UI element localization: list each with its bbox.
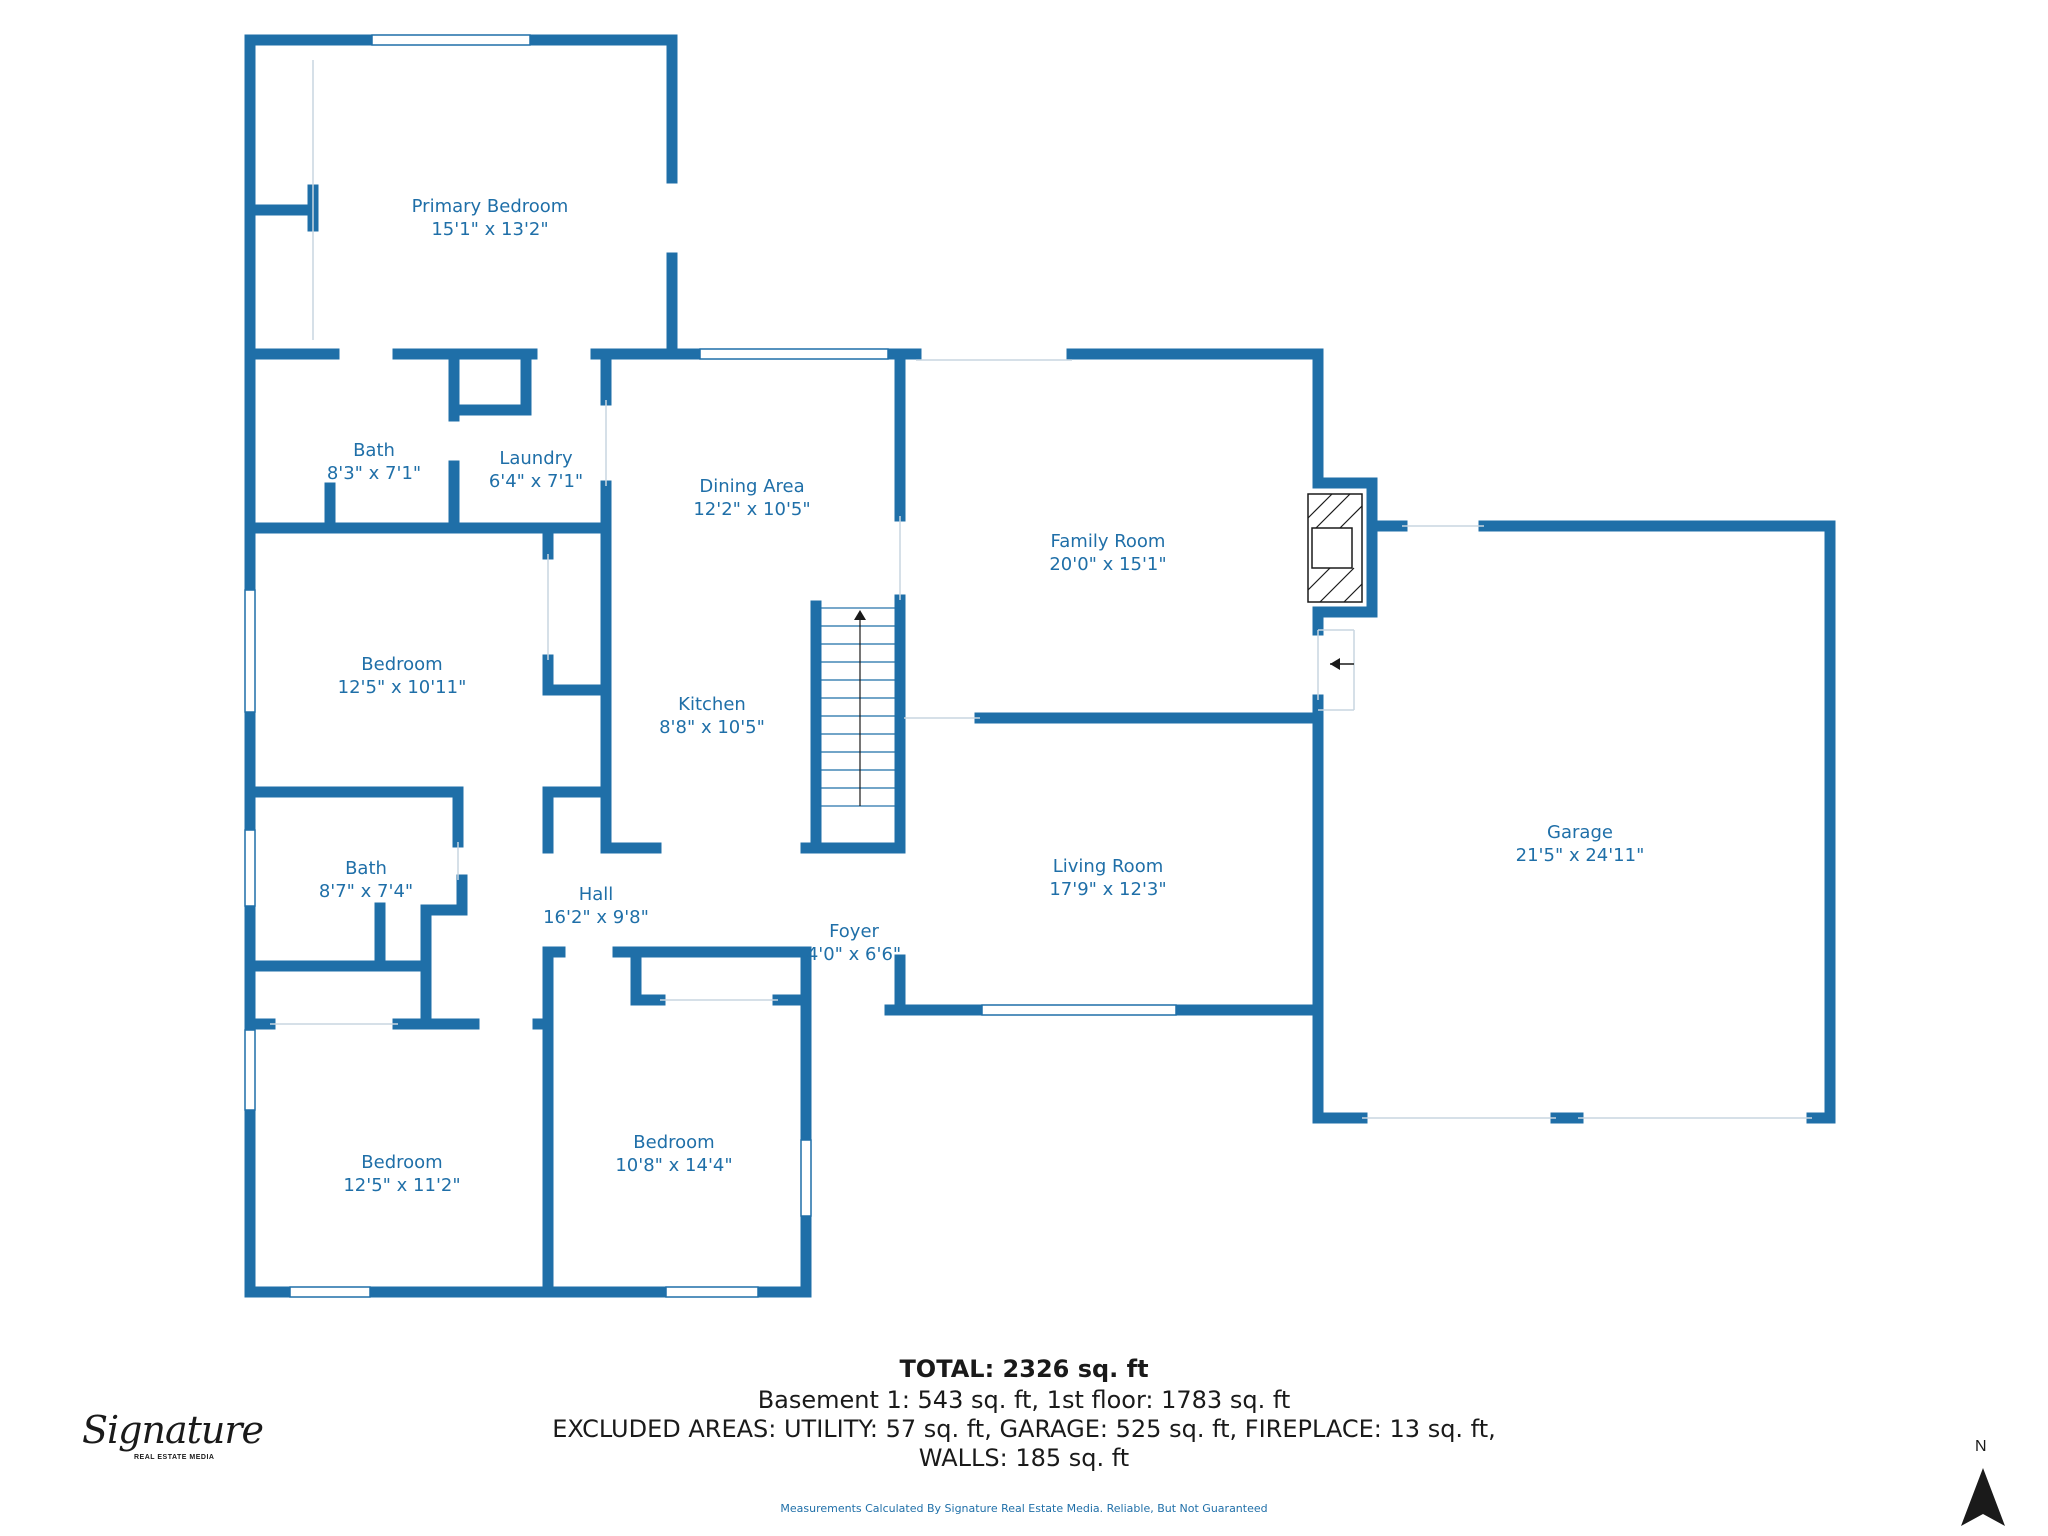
- logo-script: Signature: [82, 1408, 264, 1452]
- room-name-laundry: Laundry: [499, 448, 573, 469]
- room-dim-bath-upper: 8'3" x 7'1": [327, 463, 421, 484]
- room-dim-dining-area: 12'2" x 10'5": [693, 499, 810, 520]
- room-name-foyer: Foyer: [829, 921, 879, 942]
- door-arrow: [1330, 658, 1354, 670]
- signature-logo: Signature REAL ESTATE MEDIA: [74, 1408, 264, 1478]
- room-name-primary-bedroom: Primary Bedroom: [412, 196, 569, 217]
- north-arrow-glyph: [1961, 1468, 2005, 1526]
- room-name-bedroom-s: Bedroom: [633, 1132, 714, 1153]
- room-name-family-room: Family Room: [1051, 531, 1166, 552]
- floor-areas: Basement 1: 543 sq. ft, 1st floor: 1783 …: [757, 1386, 1291, 1414]
- room-name-dining-area: Dining Area: [699, 476, 804, 497]
- walls: [244, 34, 1836, 1298]
- room-dim-bedroom-sw: 12'5" x 11'2": [343, 1175, 460, 1196]
- room-dim-bath-lower: 8'7" x 7'4": [319, 881, 413, 902]
- windows: [244, 34, 1177, 1298]
- disclaimer: Measurements Calculated By Signature Rea…: [780, 1502, 1268, 1515]
- fireplace: [1307, 493, 1363, 603]
- room-dim-living-room: 17'9" x 12'3": [1049, 879, 1166, 900]
- room-dim-bedroom-mid: 12'5" x 10'11": [338, 677, 467, 698]
- room-name-bedroom-mid: Bedroom: [361, 654, 442, 675]
- room-name-hall: Hall: [579, 884, 614, 905]
- room-dim-kitchen: 8'8" x 10'5": [659, 717, 765, 738]
- room-dim-bedroom-s: 10'8" x 14'4": [615, 1155, 732, 1176]
- room-dim-laundry: 6'4" x 7'1": [489, 471, 583, 492]
- room-dim-family-room: 20'0" x 15'1": [1049, 554, 1166, 575]
- room-name-living-room: Living Room: [1053, 856, 1164, 877]
- room-labels: Primary Bedroom 15'1" x 13'2" Bath 8'3" …: [319, 196, 1645, 1196]
- north-label: N: [1975, 1438, 1987, 1455]
- logo-subtitle: REAL ESTATE MEDIA: [134, 1454, 215, 1461]
- room-name-bedroom-sw: Bedroom: [361, 1152, 442, 1173]
- room-name-bath-upper: Bath: [353, 440, 395, 461]
- room-name-garage: Garage: [1547, 822, 1613, 843]
- excluded-areas: EXCLUDED AREAS: UTILITY: 57 sq. ft, GARA…: [552, 1415, 1496, 1443]
- walls-area: WALLS: 185 sq. ft: [918, 1444, 1130, 1472]
- north-arrow-icon: N: [1955, 1438, 2011, 1528]
- openings: [270, 60, 1812, 1119]
- room-dim-foyer: 4'0" x 6'6": [807, 944, 901, 965]
- room-name-bath-lower: Bath: [345, 858, 387, 879]
- staircase: [819, 607, 901, 807]
- total-area: TOTAL: 2326 sq. ft: [899, 1355, 1149, 1383]
- room-dim-garage: 21'5" x 24'11": [1516, 845, 1645, 866]
- room-dim-primary-bedroom: 15'1" x 13'2": [431, 219, 548, 240]
- room-dim-hall: 16'2" x 9'8": [543, 907, 649, 928]
- room-name-kitchen: Kitchen: [678, 694, 746, 715]
